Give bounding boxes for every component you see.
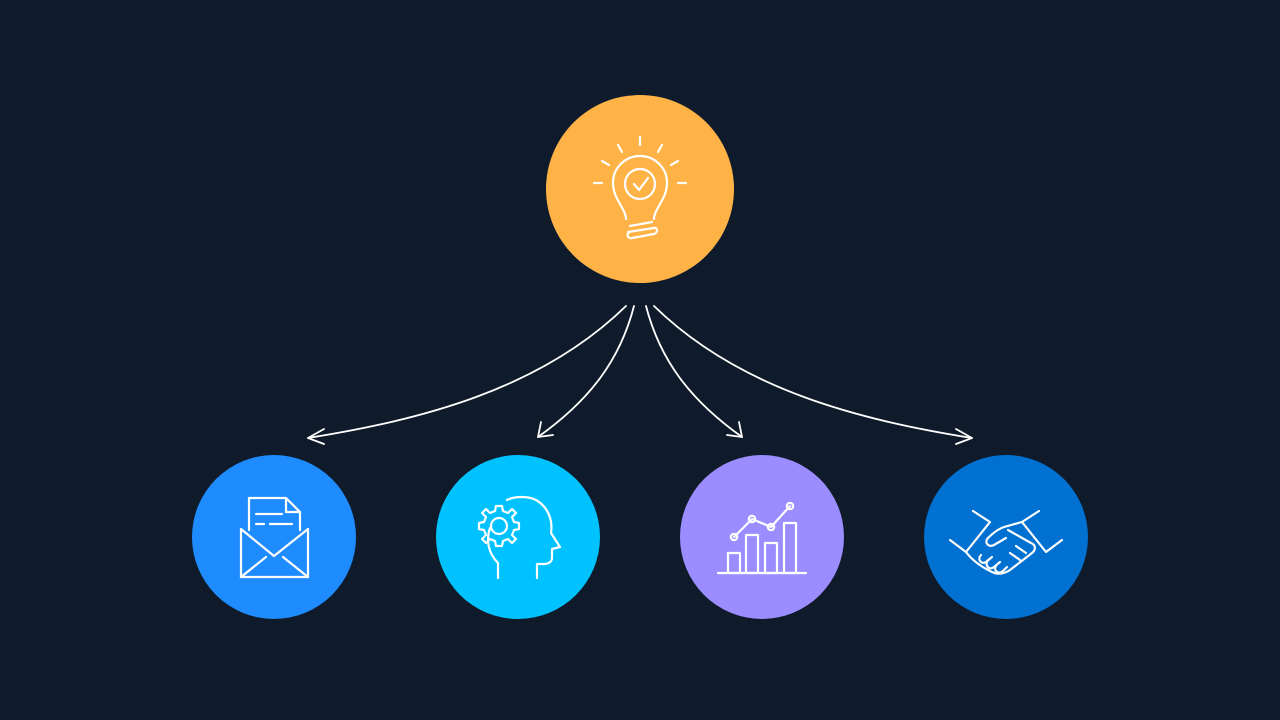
- head-gear-icon: [477, 495, 562, 580]
- child-node-3: [680, 455, 844, 619]
- connector-arrow-1: [307, 305, 627, 445]
- envelope-document-icon: [239, 496, 310, 579]
- child-node-2: [436, 455, 600, 619]
- connector-arrow-4: [653, 305, 973, 445]
- connector-arrow-3: [645, 305, 743, 438]
- handshake-icon: [948, 509, 1064, 575]
- root-node: [546, 95, 734, 283]
- connector-arrow-2: [537, 305, 635, 438]
- lightbulb-check-icon: [592, 135, 688, 240]
- child-node-1-circle: [192, 455, 356, 619]
- connectors: [307, 305, 973, 445]
- child-node-2-circle: [436, 455, 600, 619]
- child-node-3-circle: [680, 455, 844, 619]
- child-node-1: [192, 455, 356, 619]
- bar-line-chart-icon: [716, 501, 808, 575]
- child-node-4: [924, 455, 1088, 619]
